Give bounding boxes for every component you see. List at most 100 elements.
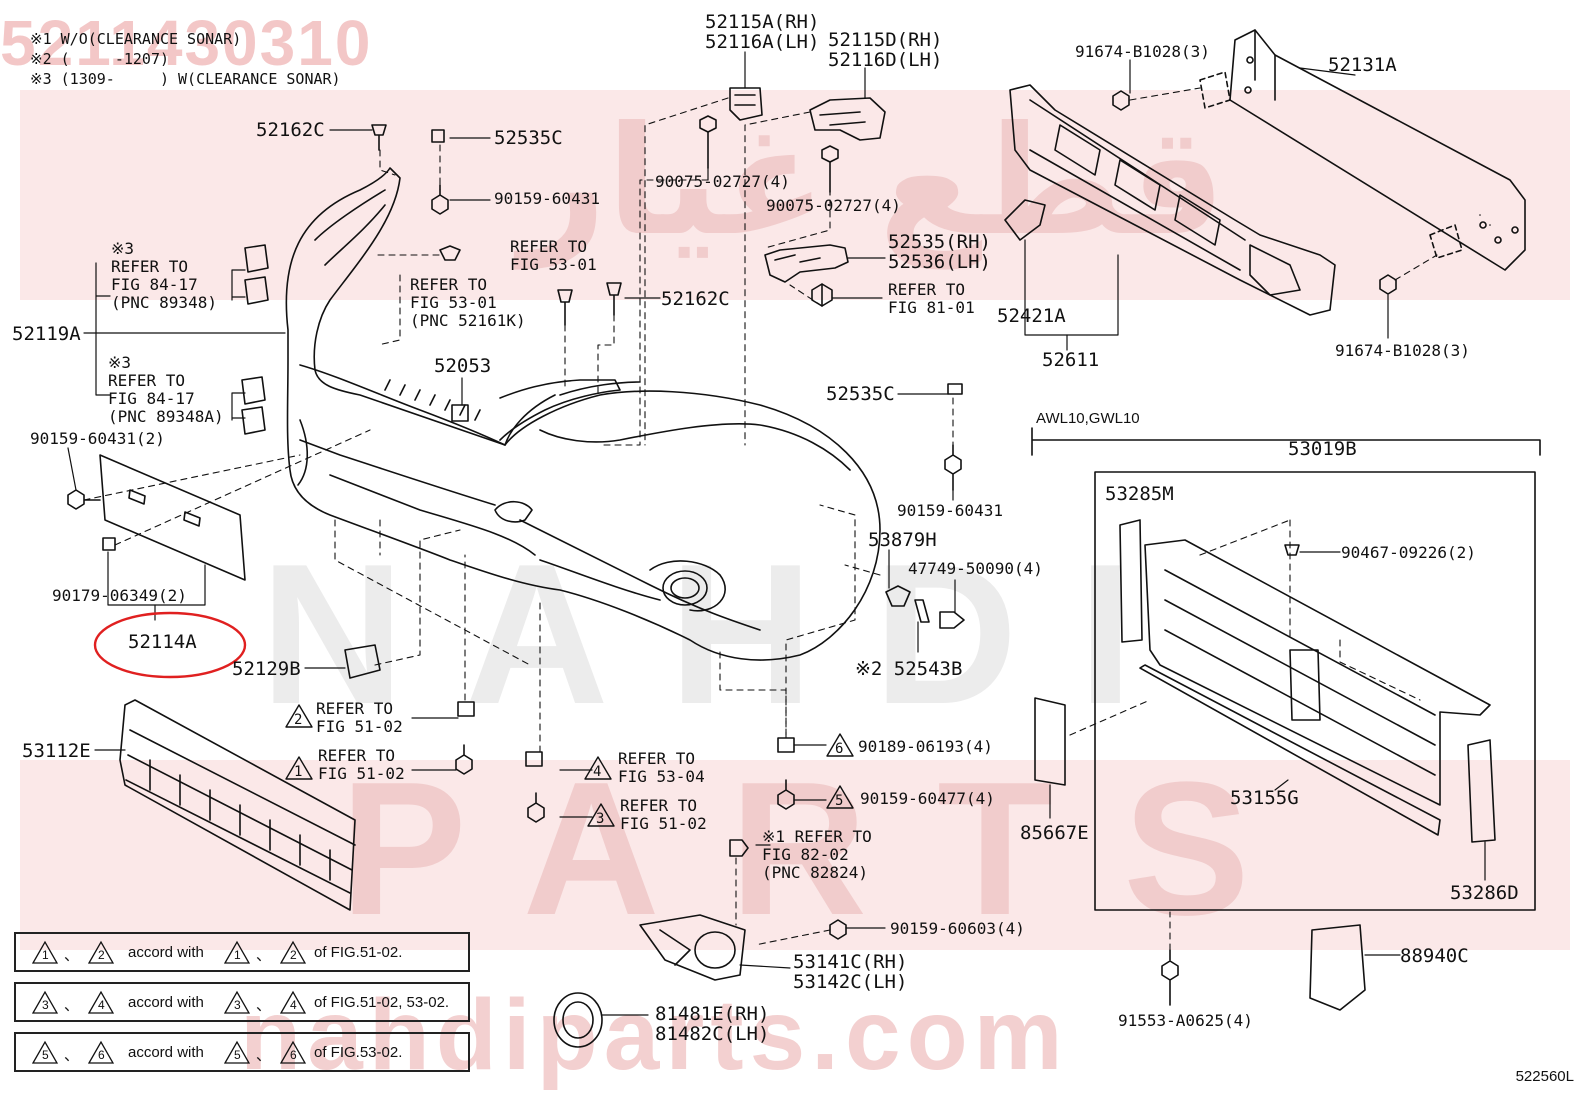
grille-shutter-assembly (1034, 519, 1496, 1011)
bumper-cover (285, 167, 881, 661)
label-refer-fig-51-02-c[interactable]: REFER TO FIG 51-02 (620, 796, 707, 833)
note-2: ※2 ( -1207) (30, 50, 169, 68)
label-53019b[interactable]: 53019B (1288, 438, 1357, 460)
label-53112e[interactable]: 53112E (22, 740, 91, 762)
legend-triangle (88, 990, 114, 1014)
label-52535c-top[interactable]: 52535C (494, 127, 563, 149)
legend-row-3: 5 、 6 accord with 5 、 6 of FIG.53-02. (14, 1032, 470, 1072)
label-refer-fig-84-17-b[interactable]: ※3 REFER TO FIG 84-17 (PNC 89348A) (108, 353, 224, 426)
legend-num: 2 (290, 948, 297, 962)
legend-num: 5 (42, 1048, 49, 1062)
label-52421a[interactable]: 52421A (997, 305, 1066, 327)
legend-triangle (280, 1040, 306, 1064)
label-52162c-top[interactable]: 52162C (256, 119, 325, 141)
label-52543b[interactable]: ※2 52543B (855, 658, 963, 680)
watermark-part-number: 5211430310 (0, 7, 373, 79)
callout-6-90189: 6 (835, 741, 844, 757)
legend-triangle (224, 1040, 250, 1064)
label-90159-60603[interactable]: 90159-60603(4) (890, 919, 1025, 938)
label-90179-06349[interactable]: 90179-06349(2) (52, 586, 187, 605)
legend-text: accord with (128, 994, 204, 1011)
label-52129b[interactable]: 52129B (232, 658, 301, 680)
awl-bracket-line (1031, 427, 1541, 456)
label-53141c[interactable]: 53141C(RH) 53142C(LH) (793, 951, 908, 993)
label-81481e[interactable]: 81481E(RH) 81482C(LH) (655, 1003, 770, 1045)
callout-5-90159: 5 (835, 793, 844, 809)
watermark-arabic: قطع غيار (520, 95, 1226, 269)
legend-sep: 、 (256, 1047, 272, 1064)
label-90159-60431-top[interactable]: 90159-60431 (494, 189, 600, 208)
label-90159-60431-mid[interactable]: 90159-60431 (897, 501, 1003, 520)
label-90189-06193[interactable]: 90189-06193(4) (858, 737, 993, 756)
label-refer-fig-84-17-a[interactable]: ※3 REFER TO FIG 84-17 (PNC 89348) (111, 239, 217, 312)
label-refer-fig-51-02-b[interactable]: REFER TO FIG 51-02 (318, 746, 405, 783)
label-90075-a[interactable]: 90075-02727(4) (655, 172, 790, 191)
label-91674-bottom[interactable]: 91674-B1028(3) (1335, 341, 1470, 360)
label-refer-fig-53-01-b[interactable]: REFER TO FIG 53-01 (PNC 52161K) (410, 275, 526, 330)
legend-triangle (32, 1040, 58, 1064)
legend-num: 6 (98, 1048, 105, 1062)
tow-hook-cap (344, 644, 381, 679)
shutter-group-frame (1094, 471, 1536, 911)
legend-text: of FIG.53-02. (314, 1044, 403, 1061)
legend-row-1: 1 、 2 accord with 1 、 2 of FIG.51-02. (14, 932, 470, 972)
label-53286d[interactable]: 53286D (1450, 882, 1519, 904)
highlight-circle-52114a (93, 611, 247, 679)
legend-text: of FIG.51-02. (314, 944, 403, 961)
label-refer-fig-81-01[interactable]: REFER TO FIG 81-01 (888, 280, 975, 317)
legend-triangle (32, 940, 58, 964)
label-52611[interactable]: 52611 (1042, 349, 1100, 371)
label-refer-fig-51-02-a[interactable]: REFER TO FIG 51-02 (316, 699, 403, 736)
fog-lamp-ring (553, 992, 603, 1048)
legend-text: accord with (128, 1044, 204, 1061)
callout-3-ref51: 3 (596, 811, 605, 827)
watermark-domain: nahdiparts.com (240, 979, 1069, 1091)
label-52535-rh[interactable]: 52535(RH) 52536(LH) (888, 231, 991, 273)
legend-triangle (32, 990, 58, 1014)
label-88940c[interactable]: 88940C (1400, 945, 1469, 967)
label-52131a[interactable]: 52131A (1328, 54, 1397, 76)
label-52119a[interactable]: 52119A (12, 323, 81, 345)
legend-row-2: 3 、 4 accord with 3 、 4 of FIG.51-02, 53… (14, 982, 470, 1022)
callout-1-ref51: 1 (294, 764, 303, 780)
label-91674-top[interactable]: 91674-B1028(3) (1075, 42, 1210, 61)
label-90075-b[interactable]: 90075-02727(4) (766, 196, 901, 215)
label-refer-fig-53-04[interactable]: REFER TO FIG 53-04 (618, 749, 705, 786)
label-52115d[interactable]: 52115D(RH) 52116D(LH) (828, 29, 943, 71)
legend-num: 3 (42, 998, 49, 1012)
label-90159-60431-2[interactable]: 90159-60431(2) (30, 429, 165, 448)
label-refer-fig-53-01-a[interactable]: REFER TO FIG 53-01 (510, 237, 597, 274)
legend-sep: 、 (256, 997, 272, 1014)
fog-lamp-bracket (639, 914, 746, 981)
legend-num: 3 (234, 998, 241, 1012)
legend-num: 4 (98, 998, 105, 1012)
legend-triangle (280, 990, 306, 1014)
energy-absorber (1004, 84, 1336, 316)
label-47749-50090[interactable]: 47749-50090(4) (908, 559, 1043, 578)
label-53879h[interactable]: 53879H (868, 529, 937, 551)
label-85667e[interactable]: 85667E (1020, 822, 1089, 844)
label-90467-09226[interactable]: 90467-09226(2) (1341, 543, 1476, 562)
label-52115a[interactable]: 52115A(RH) 52116A(LH) (705, 11, 820, 53)
bumper-retainer-upper (764, 244, 849, 307)
legend-text: of FIG.51-02, 53-02. (314, 994, 450, 1011)
label-52114a[interactable]: 52114A (128, 631, 197, 653)
callout-4-ref53: 4 (593, 764, 602, 780)
label-52162c-mid[interactable]: 52162C (661, 288, 730, 310)
label-53155g[interactable]: 53155G (1230, 787, 1299, 809)
legend-triangle (224, 990, 250, 1014)
legend-num: 5 (234, 1048, 241, 1062)
label-90159-60477[interactable]: 90159-60477(4) (860, 789, 995, 808)
legend-sep: 、 (64, 1047, 80, 1064)
sensor-brackets (241, 244, 269, 435)
label-91553-a0625[interactable]: 91553-A0625(4) (1118, 1011, 1253, 1030)
legend-triangle (88, 940, 114, 964)
label-refer-fig-82-02[interactable]: ※1 REFER TO FIG 82-02 (PNC 82824) (762, 827, 872, 882)
label-52053[interactable]: 52053 (434, 355, 492, 377)
label-53285m[interactable]: 53285M (1105, 483, 1174, 505)
label-52535c-mid[interactable]: 52535C (826, 383, 895, 405)
